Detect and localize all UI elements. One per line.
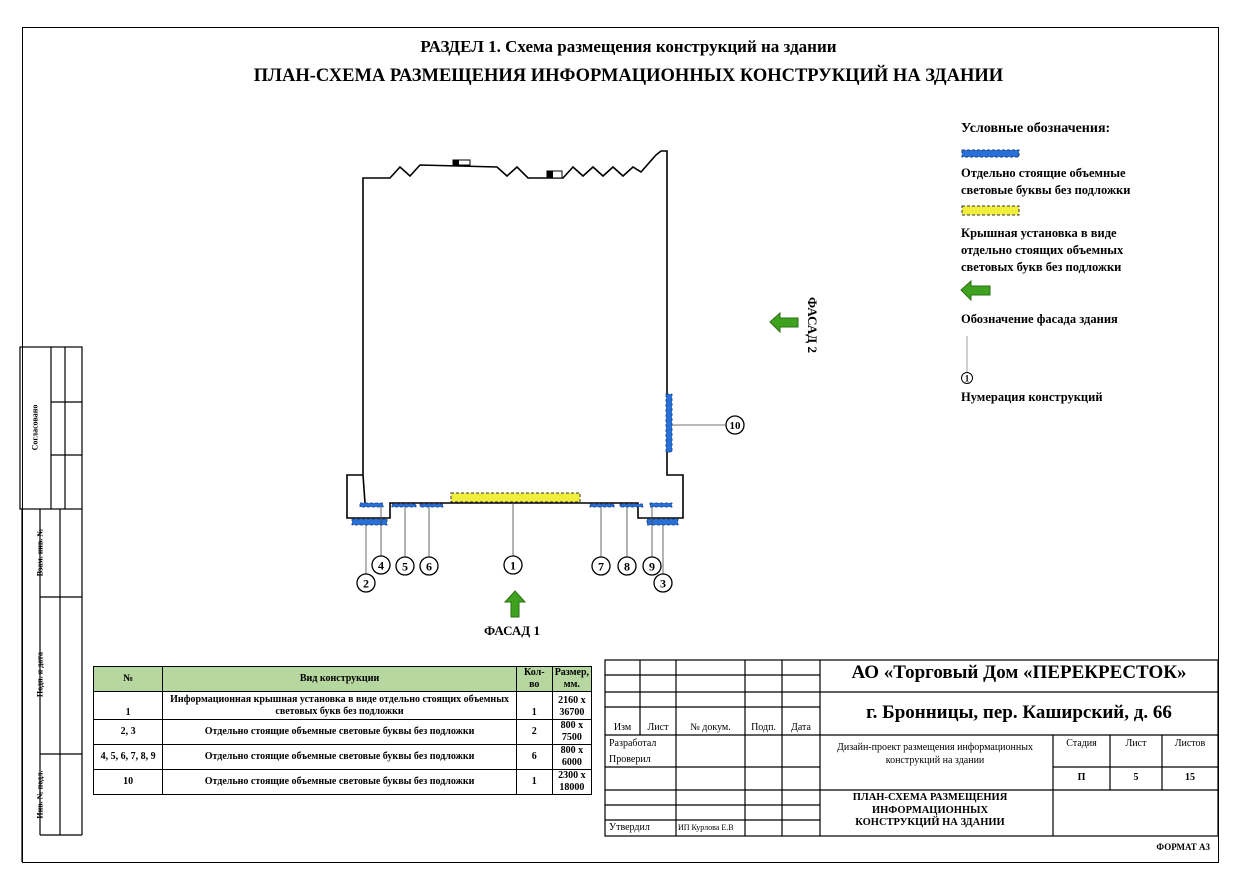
sign-2: [351, 518, 388, 526]
sign-9: [649, 502, 673, 508]
sign-8: [619, 503, 644, 508]
col-number: №: [92, 666, 164, 692]
col-sheet: Лист: [647, 722, 669, 733]
sheets-label: Листов: [1174, 738, 1206, 749]
facade-2-label: ФАСАД 2: [805, 297, 820, 353]
facade-1-label: ФАСАД 1: [484, 623, 540, 638]
col-size: Размер, мм.: [551, 666, 593, 692]
marker-10: 10: [730, 420, 742, 432]
company-name: АО «Торговый Дом «ПЕРЕКРЕСТОК»: [851, 662, 1187, 683]
facade-2-arrow-icon: [769, 311, 799, 334]
stage-value: П: [1077, 772, 1086, 783]
marker-2: 2: [363, 577, 369, 591]
col-sign: Подп.: [751, 722, 776, 733]
table-header-row: № Вид конструкции Кол-во Размер, мм.: [92, 666, 593, 692]
inv-orig-label: Инв. № подл.: [35, 770, 45, 819]
marker-9: 9: [649, 560, 655, 574]
legend-title: Условные обозначения:: [961, 121, 1111, 136]
col-qty: Кол-во: [515, 666, 553, 692]
sign-date-label: Подп. и дата: [35, 651, 45, 698]
approver-name: ИП Курлова Е.В: [678, 823, 734, 832]
approved-label: Утвердил: [609, 822, 650, 833]
marker-5: 5: [402, 560, 408, 574]
checked-label: Проверил: [609, 754, 651, 765]
legend-yellow-swatch: [961, 205, 1020, 216]
address: г. Бронницы, пер. Каширский, д. 66: [866, 702, 1172, 723]
marker-1: 1: [510, 559, 516, 573]
building-outline: [346, 150, 684, 519]
drawing-title: ПЛАН-СХЕМА РАЗМЕЩЕНИЯ ИНФОРМАЦИОННЫХ КОН…: [852, 792, 1008, 828]
col-doc: № докум.: [690, 722, 731, 733]
sign-3: [646, 518, 679, 526]
col-type: Вид конструкции: [162, 666, 517, 692]
legend-blue-swatch: [961, 149, 1020, 158]
page-title: ПЛАН-СХЕМА РАЗМЕЩЕНИЯ ИНФОРМАЦИОННЫХ КОН…: [253, 66, 1004, 86]
marker-6: 6: [426, 560, 432, 574]
paper-format: ФОРМАТ А3: [1156, 842, 1210, 852]
legend-label-facade: Обозначение фасада здания: [961, 312, 1118, 326]
legend-marker-number: 1: [965, 374, 970, 384]
inv-replace-label: Взам. инв. №: [35, 528, 45, 577]
sign-1: [450, 492, 581, 503]
sign-7: [589, 503, 615, 508]
sign-10: [665, 393, 673, 453]
developed-label: Разработал: [609, 738, 657, 749]
legend-marker-icon: [961, 372, 973, 384]
sign-4: [359, 502, 384, 508]
sign-5: [391, 503, 417, 508]
stage-label: Стадия: [1066, 738, 1097, 749]
project-name: Дизайн-проект размещения информационных …: [837, 742, 1033, 766]
facade-1-arrow-icon: [503, 590, 527, 618]
agreed-label: Согласовано: [30, 404, 40, 451]
col-date: Дата: [791, 722, 811, 733]
legend-label-roof: Крышная установка в виде отдельно стоящи…: [961, 226, 1124, 274]
sign-6: [419, 503, 444, 508]
legend-label-numbering: Нумерация конструкций: [961, 390, 1103, 404]
marker-4: 4: [378, 559, 384, 573]
marker-3: 3: [660, 577, 666, 591]
section-title: РАЗДЕЛ 1. Схема размещения конструкций н…: [420, 37, 837, 56]
sheet-label: Лист: [1125, 738, 1147, 749]
marker-7: 7: [598, 560, 604, 574]
marker-8: 8: [624, 560, 630, 574]
legend-facade-arrow-icon: [960, 279, 991, 302]
legend-label-letters: Отдельно стоящие объемные световые буквы…: [961, 166, 1131, 197]
col-change: Изм: [613, 722, 632, 733]
sheet-value: 5: [1133, 772, 1139, 783]
sheets-value: 15: [1185, 772, 1195, 783]
construction-spec-table: № Вид конструкции Кол-во Размер, мм. 1 И…: [92, 666, 593, 795]
drawing-frame: [22, 27, 1219, 863]
